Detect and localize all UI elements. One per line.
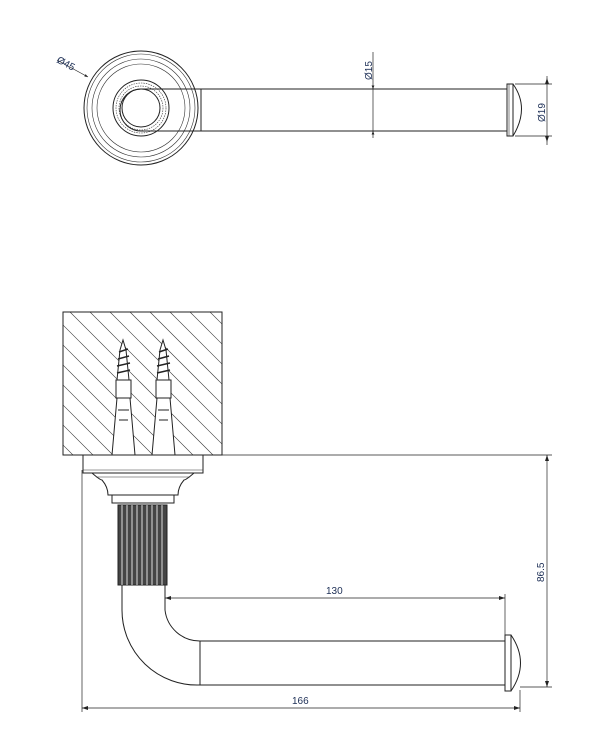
dimension-bar-diameter: Ø15 <box>364 61 375 80</box>
dimension-projection: 86.5 <box>536 562 547 582</box>
side-view: 130 86.5 166 <box>62 311 552 712</box>
dimension-bar-length: 130 <box>326 586 343 597</box>
bar-top <box>119 83 522 137</box>
rosette-top <box>83 50 199 166</box>
screw-anchor-left <box>111 338 136 456</box>
dimension-overall-length: 166 <box>292 696 309 707</box>
dimension-leader-rosette <box>56 59 89 78</box>
lever-bar-side <box>121 585 521 692</box>
wall-section <box>62 311 223 456</box>
rosette-side <box>82 454 204 504</box>
top-view: Ø45 Ø15 Ø19 <box>55 50 552 166</box>
knurled-collar <box>117 504 168 586</box>
dimension-end-cap-diameter: Ø19 <box>537 103 548 122</box>
dimension-rosette-diameter: Ø45 <box>55 55 77 74</box>
